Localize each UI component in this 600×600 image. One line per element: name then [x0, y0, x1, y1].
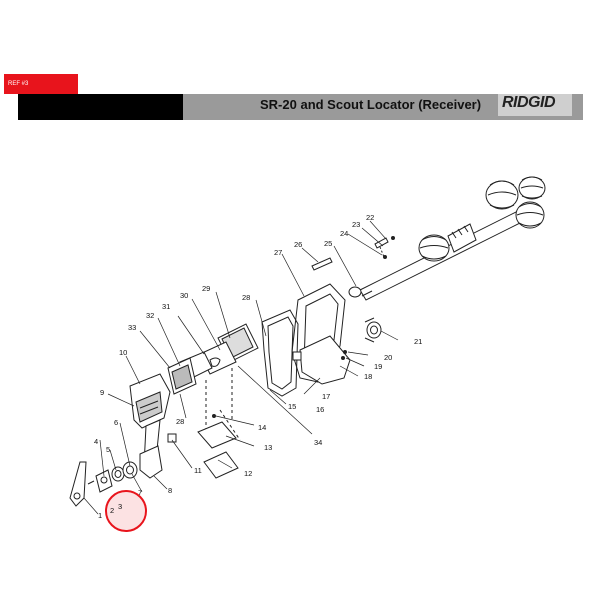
callout-11: 11	[194, 466, 202, 475]
mast-assembly	[348, 176, 546, 301]
callout-18: 18	[364, 372, 372, 381]
small-hardware	[69, 461, 138, 507]
callout-26: 26	[294, 240, 302, 249]
callout-19: 19	[374, 362, 382, 371]
callout-28a: 28	[242, 293, 250, 302]
callout-24: 24	[340, 229, 348, 238]
callout-10: 10	[119, 348, 127, 357]
callout-7: 7	[138, 488, 142, 497]
callout-13: 13	[264, 443, 272, 452]
brand-logo: RIDGID	[502, 94, 556, 111]
callout-33: 33	[128, 323, 136, 332]
leader-lines	[83, 220, 399, 515]
page-header: REF #3 SR-20 and Scout Locator (Receiver…	[0, 0, 600, 140]
callout-27: 27	[274, 248, 282, 257]
upper-housing	[261, 257, 351, 397]
callout-34: 34	[314, 438, 322, 447]
highlight-circle	[105, 490, 147, 532]
callout-25: 25	[324, 239, 332, 248]
callout-17: 17	[322, 392, 330, 401]
callout-12: 12	[244, 469, 252, 478]
callout-30: 30	[180, 291, 188, 300]
callout-1: 1	[98, 511, 102, 520]
base-panels	[197, 414, 239, 479]
callout-2: 2	[110, 506, 114, 515]
callout-29: 29	[202, 284, 210, 293]
lower-antenna-ball	[515, 201, 545, 229]
callout-23: 23	[352, 220, 360, 229]
callout-14: 14	[258, 423, 266, 432]
page-title: SR-20 and Scout Locator (Receiver)	[260, 97, 482, 112]
upper-antenna-ball	[485, 176, 546, 210]
callout-21: 21	[414, 337, 422, 346]
callout-6: 6	[114, 418, 118, 427]
callout-8: 8	[168, 486, 172, 495]
connector-part	[341, 317, 382, 360]
callout-3: 3	[118, 502, 122, 511]
circuit-boards	[167, 323, 259, 441]
header-black-bar	[18, 94, 183, 120]
callout-labels: 1 2 3 4 5 6 7 8 9 10 11 12 13 14 15 16 1…	[94, 213, 422, 520]
handle-assembly	[129, 373, 177, 479]
callout-32: 32	[146, 311, 154, 320]
callout-22: 22	[366, 213, 374, 222]
callout-28b: 28	[176, 417, 184, 426]
callout-16: 16	[316, 405, 324, 414]
callout-5: 5	[106, 445, 110, 454]
brand-logo-box	[498, 94, 572, 116]
reference-tab: REF #3	[4, 74, 78, 94]
callout-9: 9	[100, 388, 104, 397]
middle-antenna-ball	[418, 234, 450, 262]
callout-15: 15	[288, 402, 296, 411]
callout-4: 4	[94, 437, 98, 446]
callout-31: 31	[162, 302, 170, 311]
callout-20: 20	[384, 353, 392, 362]
